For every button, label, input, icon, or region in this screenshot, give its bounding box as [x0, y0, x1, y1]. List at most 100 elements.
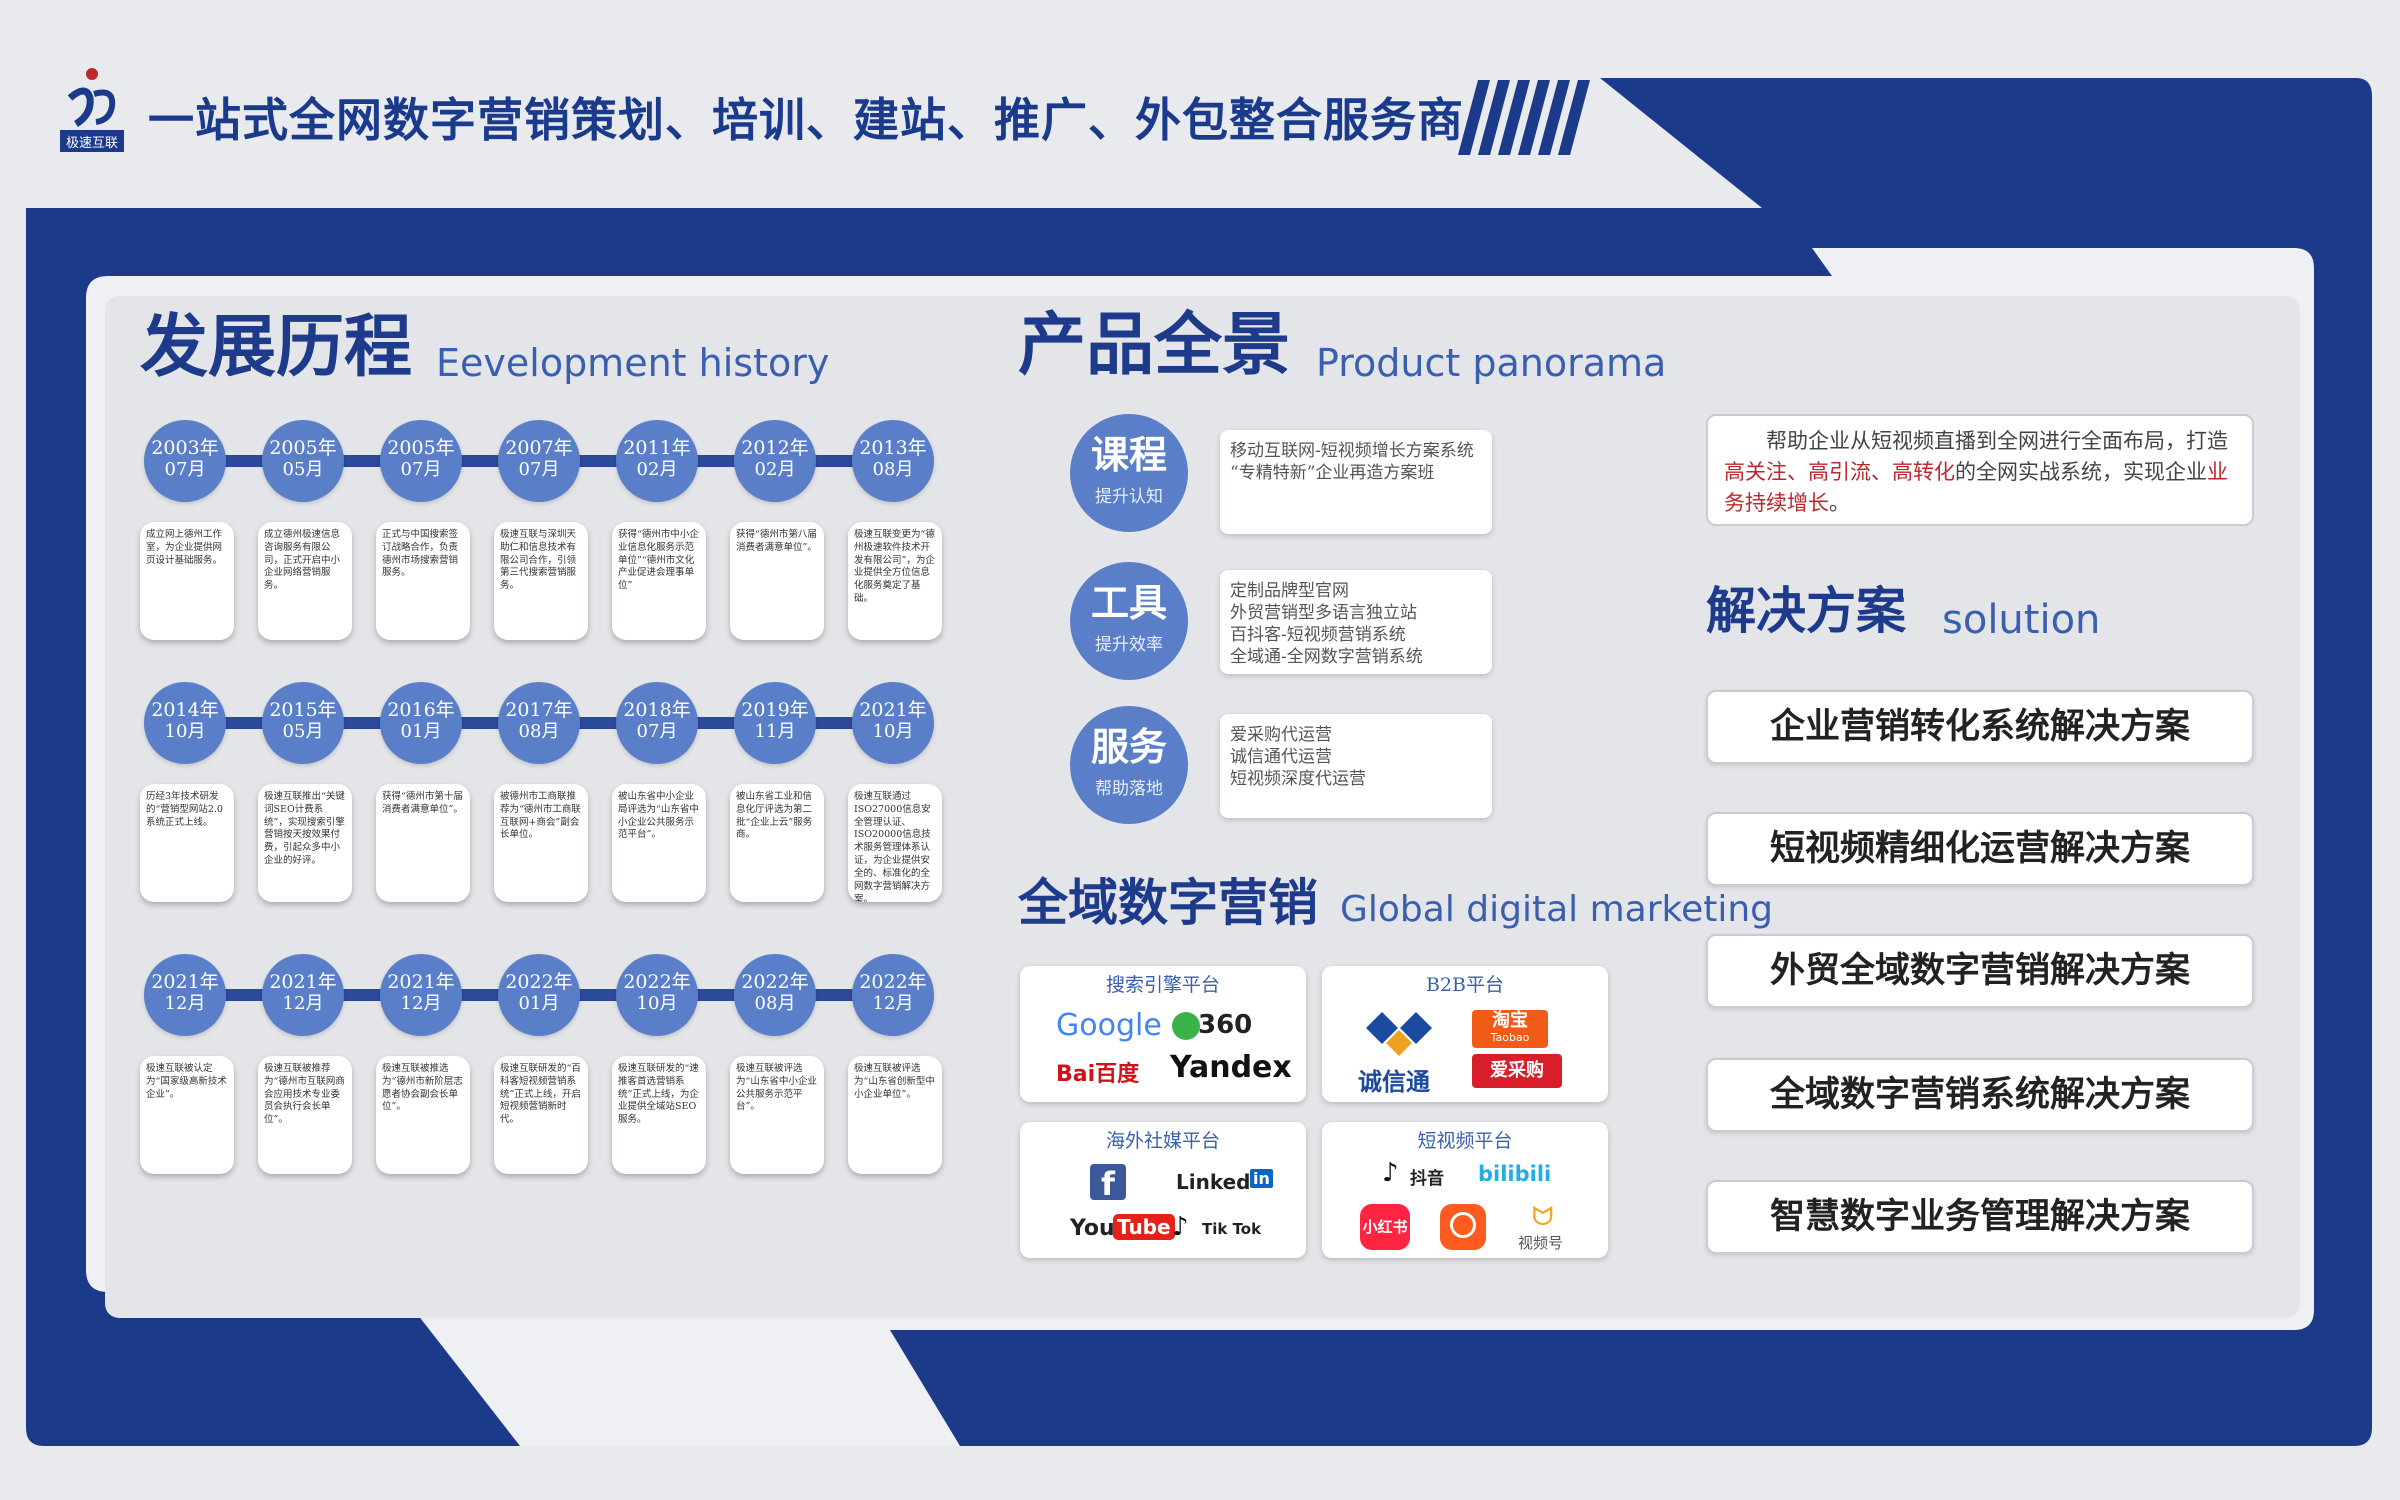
timeline-month: 08月: [754, 992, 796, 1014]
timeline-year: 2021年: [859, 699, 927, 721]
timeline-card: 极速互联变更为“德州极速软件技术开发有限公司”，为企业提供全方位信息化服务奠定了…: [848, 522, 942, 640]
product-line: 定制品牌型官网: [1230, 581, 1349, 601]
timeline-year: 2016年: [387, 699, 455, 721]
product-service-circle[interactable]: 服务 帮助落地: [1070, 706, 1188, 824]
platform-b2b[interactable]: B2B平台 诚信通 淘宝 Taobao 爱采购: [1322, 966, 1608, 1102]
tiktok-logo: Tik Tok: [1202, 1220, 1262, 1238]
shipinhao-logo: 视频号: [1518, 1234, 1564, 1252]
taobao-logo-en: Taobao: [1490, 1031, 1530, 1044]
solution-button[interactable]: 智慧数字业务管理解决方案: [1706, 1180, 2254, 1254]
intro-text: 的全网实战系统，实现企业: [1955, 460, 2207, 484]
product-line: 爱采购代运营: [1230, 725, 1332, 745]
timeline-card: 被山东省中小企业局评选为“山东省中小企业公共服务示范平台”。: [612, 784, 706, 902]
timeline-card: 极速互联研发的“百科客短视频营销系统”正式上线，开启短视频营销新时代。: [494, 1056, 588, 1174]
product-line: 移动互联网-短视频增长方案系统: [1230, 441, 1474, 461]
product-course-circle[interactable]: 课程 提升认知: [1070, 414, 1188, 532]
solution-button[interactable]: 外贸全域数字营销解决方案: [1706, 934, 2254, 1008]
timeline-month: 10月: [872, 720, 914, 742]
product-service-name: 服务: [1090, 724, 1167, 769]
timeline-year: 2022年: [505, 971, 573, 993]
solution-button[interactable]: 企业营销转化系统解决方案: [1706, 690, 2254, 764]
history-title: 发展历程: [140, 308, 413, 387]
timeline-card: 获得“德州市中小企业信息化服务示范单位”“德州市文化产业促进会理事单位”: [612, 522, 706, 640]
timeline-card: 被山东省工业和信息化厅评选为第二批“企业上云”服务商。: [730, 784, 824, 902]
timeline-year: 2003年: [151, 437, 219, 459]
linkedin-icon: in: [1250, 1169, 1273, 1188]
timeline-year: 2014年: [151, 699, 219, 721]
solution-button[interactable]: 全域数字营销系统解决方案: [1706, 1058, 2254, 1132]
timeline-year: 2007年: [505, 437, 573, 459]
timeline-month: 07月: [164, 458, 206, 480]
intro-highlight: 业务持续增长: [1724, 460, 2228, 515]
products-title: 产品全景: [1018, 306, 1291, 385]
product-tool-box: 定制品牌型官网 外贸营销型多语言独立站 百抖客-短视频营销系统 全域通-全网数字…: [1220, 570, 1492, 674]
timeline-year: 2005年: [387, 437, 455, 459]
solution-button[interactable]: 短视频精细化运营解决方案: [1706, 812, 2254, 886]
kuaishou-icon: [1440, 1204, 1486, 1250]
company-logo: 极速互联: [56, 64, 128, 156]
yandex-logo: Yandex: [1170, 1050, 1292, 1085]
shipinhao-icon: ᗢ: [1532, 1202, 1554, 1232]
product-tool-circle[interactable]: 工具 提升效率: [1070, 562, 1188, 680]
timeline-year: 2013年: [859, 437, 927, 459]
header-title: 一站式全网数字营销策划、培训、建站、推广、外包整合服务商: [148, 93, 1464, 147]
timeline-month: 01月: [518, 992, 560, 1014]
facebook-icon: f: [1090, 1164, 1126, 1203]
tiktok-icon: ♪: [1172, 1212, 1189, 1242]
solution-title: 解决方案: [1706, 582, 1906, 640]
timeline-card: 极速互联被推选为“德州市新阶层志愿者协会副会长单位”。: [376, 1056, 470, 1174]
timeline-card: 极速互联被认定为“国家级高新技术企业”。: [140, 1056, 234, 1174]
history-title-en: Eevelopment history: [436, 341, 830, 385]
timeline-month: 12月: [872, 992, 914, 1014]
timeline-card: 极速互联与深圳天助仁和信息技术有限公司合作，引领第三代搜索营销服务。: [494, 522, 588, 640]
timeline-month: 07月: [518, 458, 560, 480]
bilibili-logo: bilibili: [1478, 1162, 1552, 1186]
taobao-icon: 淘宝 Taobao: [1472, 1010, 1548, 1048]
timeline-month: 08月: [872, 458, 914, 480]
youtube-icon: Tube: [1113, 1214, 1175, 1240]
timeline-card: 成立德州极速信息咨询服务有限公司，正式开启中小企业网络营销服务。: [258, 522, 352, 640]
intro-text: 帮助企业从短视频直播到全网进行全面布局，打造: [1766, 429, 2228, 453]
timeline-month: 12月: [164, 992, 206, 1014]
douyin-logo: 抖音: [1410, 1169, 1444, 1189]
platform-social[interactable]: 海外社媒平台 f Linked in You Tube ♪ Tik Tok: [1020, 1122, 1306, 1258]
timeline-month: 11月: [754, 720, 796, 742]
timeline-month: 05月: [282, 458, 324, 480]
platform-shortvideo-title: 短视频平台: [1417, 1130, 1513, 1152]
chengxintong-logo: 诚信通: [1358, 1068, 1430, 1096]
product-tool-sub: 提升效率: [1095, 634, 1163, 655]
product-course-box: 移动互联网-短视频增长方案系统 “专精特新”企业再造方案班: [1220, 430, 1492, 534]
logo-text: 极速互联: [65, 136, 118, 151]
intro-text: 。: [1829, 491, 1850, 515]
timeline-year: 2022年: [623, 971, 691, 993]
platform-shortvideo[interactable]: 短视频平台 ♪ 抖音 bilibili 小红书 ᗢ 视频号: [1322, 1122, 1608, 1258]
platform-social-title: 海外社媒平台: [1105, 1130, 1220, 1152]
platform-search[interactable]: 搜索引擎平台 Google 360 Bai百度 Yandex: [1020, 966, 1306, 1102]
product-service-box: 爱采购代运营 诚信通代运营 短视频深度代运营: [1220, 714, 1492, 818]
digital-title: 全域数字营销: [1018, 874, 1318, 932]
timeline-card: 极速互联被评选为“山东省中小企业公共服务示范平台”。: [730, 1056, 824, 1174]
timeline-card: 极速互联被推荐为“德州市互联网商会应用技术专业委员会执行会长单位”。: [258, 1056, 352, 1174]
timeline-year: 2011年: [623, 437, 691, 459]
timeline-month: 02月: [636, 458, 678, 480]
360-icon: [1172, 1012, 1200, 1040]
timeline-month: 10月: [636, 992, 678, 1014]
taobao-logo: 淘宝: [1492, 1010, 1528, 1031]
timeline-year: 2022年: [859, 971, 927, 993]
product-line: 全域通-全网数字营销系统: [1230, 647, 1423, 668]
youtube-logo: You: [1070, 1216, 1115, 1241]
timeline-year: 2022年: [741, 971, 809, 993]
timeline-card: 获得“德州市第八届消费者满意单位”。: [730, 522, 824, 640]
